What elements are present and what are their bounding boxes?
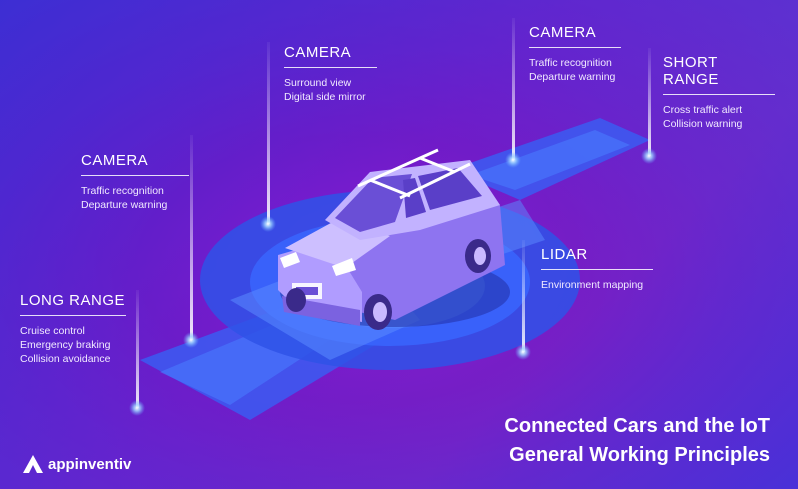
brand-logo: appinventiv: [22, 454, 131, 474]
divider: [81, 175, 189, 176]
sensor-pole-camera-middle: [260, 42, 276, 232]
label-title: LONG RANGE: [20, 292, 126, 309]
label-camera-middle: CAMERA Surround view Digital side mirror: [284, 44, 377, 104]
label-camera-left: CAMERA Traffic recognition Departure war…: [81, 152, 189, 212]
label-line: Digital side mirror: [284, 91, 366, 103]
sensor-pole-lidar: [515, 240, 531, 360]
label-line: Collision warning: [663, 118, 743, 130]
label-long-range: LONG RANGE Cruise control Emergency brak…: [20, 292, 126, 366]
label-title: SHORT RANGE: [663, 54, 719, 88]
page-heading: Connected Cars and the IoT General Worki…: [504, 412, 770, 470]
label-line: Departure warning: [529, 71, 616, 83]
short-range-beam: [450, 118, 650, 200]
divider: [20, 315, 126, 316]
label-short-range: SHORT RANGE Cross traffic alert Collisio…: [663, 54, 775, 131]
label-line: Cross traffic alert: [663, 104, 743, 116]
label-title: CAMERA: [529, 24, 597, 41]
heading-line-1: Connected Cars and the IoT: [504, 415, 770, 437]
label-line: Traffic recognition: [529, 57, 612, 69]
divider: [284, 67, 377, 68]
divider: [529, 47, 621, 48]
label-line: Surround view: [284, 77, 352, 89]
label-title: CAMERA: [81, 152, 149, 169]
label-line: Collision avoidance: [20, 353, 111, 365]
label-title: LIDAR: [541, 246, 588, 263]
logo-a-icon: [23, 455, 43, 473]
label-line: Emergency braking: [20, 339, 111, 351]
sensor-pole-camera-left: [183, 135, 199, 348]
label-line: Departure warning: [81, 199, 168, 211]
divider: [541, 269, 653, 270]
sensor-pole-camera-right: [505, 18, 521, 168]
sensor-pole-short-range: [641, 48, 657, 164]
sensor-pole-long-range: [129, 290, 145, 416]
label-camera-right: CAMERA Traffic recognition Departure war…: [529, 24, 621, 84]
brand-name: appinventiv: [48, 455, 132, 473]
heading-line-2: General Working Principles: [509, 444, 770, 466]
label-line: Traffic recognition: [81, 185, 164, 197]
car-illustration: [278, 148, 510, 330]
label-line: Environment mapping: [541, 279, 644, 291]
label-line: Cruise control: [20, 325, 85, 337]
label-title: CAMERA: [284, 44, 352, 61]
label-lidar: LIDAR Environment mapping: [541, 246, 653, 292]
divider: [663, 94, 775, 95]
